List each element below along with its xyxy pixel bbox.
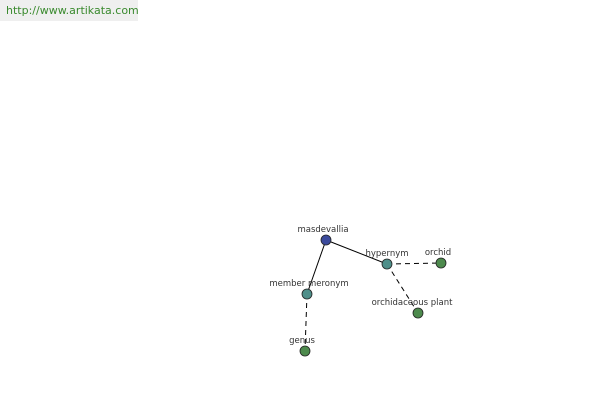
node-orchidaceous-plant[interactable]: orchidaceous plant	[372, 298, 454, 319]
node-genus[interactable]: genus	[289, 336, 315, 357]
node-label-hypernym: hypernym	[365, 249, 408, 259]
edge-member-meronym-to-genus	[304, 293, 308, 352]
edge-masdevallia-to-hypernym	[325, 239, 388, 265]
source-link-banner[interactable]: http://www.artikata.com	[0, 0, 139, 21]
edge-masdevallia-to-member-meronym	[306, 239, 327, 295]
node-marker-masdevallia[interactable]	[320, 234, 332, 246]
node-member-meronym[interactable]: member meronym	[269, 279, 349, 300]
node-hypernym[interactable]: hypernym	[365, 249, 409, 270]
node-label-genus: genus	[289, 336, 315, 346]
node-marker-orchid[interactable]	[435, 257, 447, 269]
node-label-masdevallia: masdevallia	[297, 225, 348, 235]
node-masdevallia[interactable]: masdevallia	[297, 225, 349, 246]
node-label-orchid: orchid	[425, 248, 451, 258]
node-label-orchidaceous-plant: orchidaceous plant	[372, 298, 454, 308]
source-url-link[interactable]: http://www.artikata.com	[6, 4, 139, 17]
node-marker-orchidaceous-plant[interactable]	[412, 307, 424, 319]
edge-hypernym-to-orchidaceous-plant	[386, 263, 419, 314]
node-label-member-meronym: member meronym	[269, 279, 348, 289]
node-orchid[interactable]: orchid	[425, 248, 451, 269]
node-marker-member-meronym[interactable]	[301, 288, 313, 300]
node-marker-hypernym[interactable]	[381, 258, 393, 270]
graph-nodes: masdevallia hypernym member meronym orchid o…	[269, 225, 454, 357]
graph-edges	[304, 239, 442, 352]
node-marker-genus[interactable]	[299, 345, 311, 357]
edge-hypernym-to-orchid	[386, 262, 442, 265]
